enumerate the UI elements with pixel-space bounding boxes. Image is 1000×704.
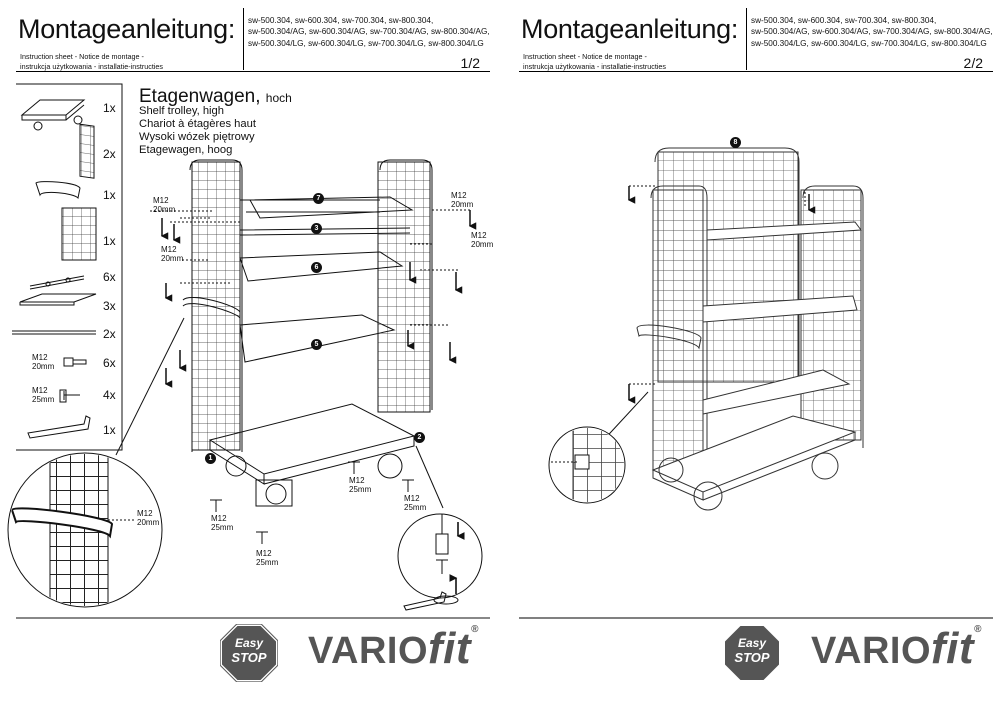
header-rule: [16, 71, 490, 72]
assembled-trolley-drawing: [519, 147, 993, 619]
shelf-board-icon: [19, 293, 97, 306]
part-qty: 1x: [103, 188, 116, 202]
easy-stop-logo: [220, 624, 278, 682]
part-qty: 1x: [103, 101, 116, 115]
part-qty: 2x: [103, 147, 116, 161]
shelf-bracket-icon: [29, 275, 85, 290]
push-handle-icon: [35, 181, 81, 200]
easy-label: Easy: [737, 636, 767, 650]
model-codes: sw-500.304, sw-600.304, sw-700.304, sw-8…: [751, 16, 993, 48]
subtitle-line-1: Instruction sheet - Notice de montage -: [523, 52, 647, 61]
step-marker-2: 2: [414, 432, 425, 443]
step-marker-6: 6: [311, 262, 322, 273]
step-marker-7: 7: [313, 193, 324, 204]
page-number: 1/2: [460, 55, 480, 71]
bolt-icon: [63, 357, 87, 367]
translation-en: Shelf trolley, high: [139, 105, 224, 117]
trolley-drawing: [150, 159, 477, 544]
page-title: Montageanleitung:: [18, 14, 236, 44]
translation-pl: Wysoki wózek piętrowy: [139, 131, 255, 143]
step-marker-8: 8: [730, 137, 741, 148]
part-qty: 2x: [103, 327, 116, 341]
translation-fr: Chariot à étagères haut: [139, 118, 256, 130]
page-number: 2/2: [963, 55, 983, 71]
part-qty: 1x: [103, 234, 116, 248]
model-codes: sw-500.304, sw-600.304, sw-700.304, sw-8…: [248, 16, 490, 48]
step-marker-5: 5: [311, 339, 322, 350]
easy-label: Easy: [234, 636, 264, 650]
variofit-logo: VARIOfit®: [308, 624, 479, 673]
screw-icon: [59, 389, 80, 403]
stop-label: STOP: [231, 650, 267, 665]
subtitle-line-2: instrukcja użytkowania - installatie-ins…: [523, 62, 667, 71]
allen-key-icon: [27, 415, 91, 439]
translation-nl: Etagewagen, hoog: [139, 144, 233, 156]
part-qty: 3x: [103, 299, 116, 313]
page-title: Montageanleitung:: [521, 14, 739, 44]
part-qty: 1x: [103, 423, 116, 437]
instruction-page-2: Montageanleitung: Instruction sheet - No…: [503, 0, 993, 704]
header-divider: [243, 8, 244, 70]
product-name: Etagenwagen, hoch: [139, 86, 292, 107]
mesh-back-panel-icon: [61, 207, 97, 261]
variofit-logo: VARIOfit®: [811, 624, 982, 673]
easy-stop-logo: [723, 624, 781, 682]
assembly-drawing: [7, 83, 490, 619]
part-qty: 6x: [103, 356, 116, 370]
part-qty: 6x: [103, 270, 116, 284]
step-marker-1: 1: [205, 453, 216, 464]
trolley-base-icon: [20, 99, 86, 131]
subtitle-line-2: instrukcja użytkowania - installatie-ins…: [20, 62, 164, 71]
detail-circle-wheel: [397, 445, 483, 611]
subtitle-line-1: Instruction sheet - Notice de montage -: [20, 52, 144, 61]
detail-circle-handle: [7, 317, 185, 608]
part-qty: 4x: [103, 388, 116, 402]
mesh-side-panel-icon: [79, 123, 95, 179]
instruction-page-1: Montageanleitung: Instruction sheet - No…: [0, 0, 494, 704]
stop-label: STOP: [734, 650, 770, 665]
header-rule: [519, 71, 993, 72]
step-marker-3: 3: [311, 223, 322, 234]
header-divider: [746, 8, 747, 70]
rod-icon: [12, 330, 96, 335]
